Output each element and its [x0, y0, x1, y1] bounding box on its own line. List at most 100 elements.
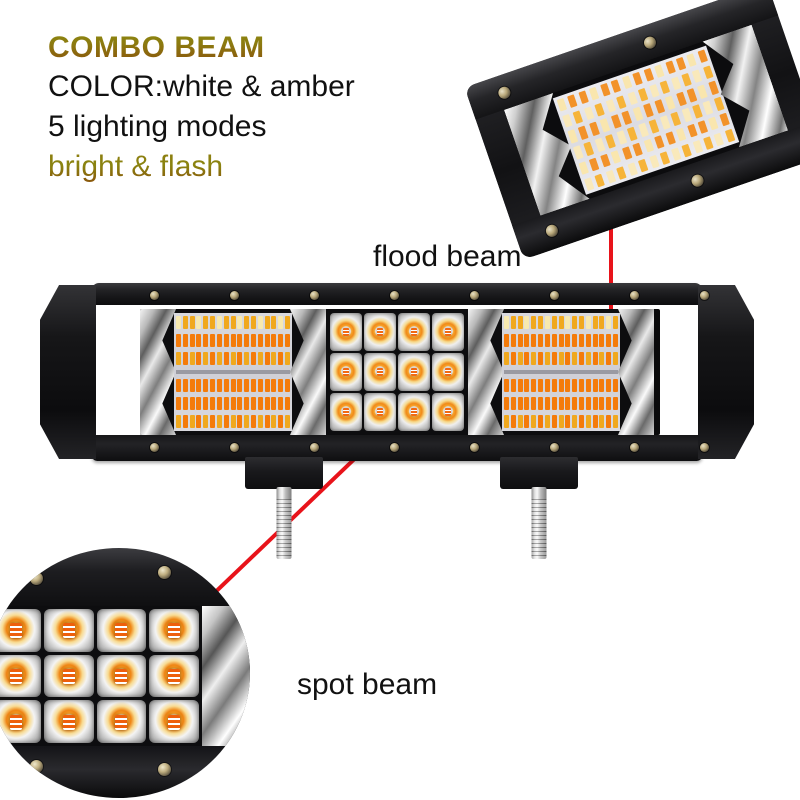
led-chip: [606, 352, 612, 366]
led-chip: [230, 316, 236, 330]
led-chip: [531, 352, 537, 366]
led-chip: [182, 316, 188, 330]
led-chip: [565, 352, 571, 366]
led-chip: [504, 396, 509, 410]
led-chip: [538, 378, 544, 392]
led-chip: [585, 396, 591, 410]
inset-led-chip: [686, 123, 698, 138]
led-chip: [223, 334, 229, 348]
led-chip: [203, 334, 209, 348]
closeup-spot-reflector-cup: [96, 609, 147, 652]
led-chip: [264, 316, 270, 330]
led-chip: [544, 334, 550, 348]
led-chip: [558, 396, 564, 410]
spot-reflector-cup: [330, 393, 362, 431]
led-chip: [517, 378, 523, 392]
led-chip: [613, 378, 618, 392]
end-cap-left: [40, 285, 96, 459]
led-chip: [210, 352, 216, 366]
inset-led-chip: [654, 64, 665, 79]
inset-led-chip: [654, 99, 665, 114]
led-chip: [558, 378, 564, 392]
led-chip: [189, 378, 195, 392]
led-chip: [250, 414, 256, 428]
housing-screw: [390, 443, 399, 452]
led-chip: [504, 334, 509, 348]
led-chip: [517, 352, 523, 366]
led-chip: [196, 352, 202, 366]
inset-led-chip: [637, 158, 649, 173]
led-chip: [196, 396, 202, 410]
led-chip: [551, 352, 557, 366]
led-chip: [182, 352, 188, 366]
led-chip: [271, 396, 277, 410]
led-chip: [216, 378, 222, 392]
led-chip: [504, 378, 509, 392]
inset-led-chip: [610, 114, 622, 129]
led-chip: [517, 396, 523, 410]
led-chip: [578, 352, 584, 366]
spot-reflector-cup: [432, 353, 464, 391]
led-chip: [257, 378, 263, 392]
inset-led-chip: [589, 157, 600, 172]
chrome-reflector-left: [468, 309, 504, 435]
inset-led-chip: [659, 80, 671, 95]
closeup-spot-reflector-cup: [43, 609, 94, 652]
inset-led-chip: [637, 122, 649, 137]
led-chip: [613, 334, 618, 348]
led-chip-row: [504, 378, 618, 392]
led-chip: [182, 334, 188, 348]
inset-led-chip: [610, 149, 622, 164]
led-chip: [524, 316, 530, 330]
led-chip: [244, 378, 250, 392]
led-chip: [285, 316, 290, 330]
led-chip: [176, 334, 181, 348]
led-chip: [565, 396, 571, 410]
led-chip: [264, 414, 270, 428]
led-chip: [271, 378, 277, 392]
circle-inset-screw-top-right: [158, 566, 171, 579]
spot-reflector-cup: [364, 353, 396, 391]
inset-led-chip: [556, 97, 568, 112]
led-chip: [216, 396, 222, 410]
led-chip: [585, 352, 591, 366]
lens-window: [140, 309, 660, 435]
led-chip: [592, 334, 598, 348]
led-chip: [176, 378, 181, 392]
housing-screw: [230, 291, 239, 300]
inset-led-chip: [610, 79, 622, 94]
inset-led-chip: [572, 145, 584, 160]
inset-led-chip: [692, 139, 703, 154]
housing-screw: [470, 291, 479, 300]
led-chip: [216, 316, 222, 330]
inset-led-chip: [627, 161, 638, 177]
inset-led-chip: [605, 98, 617, 113]
led-chip: [182, 378, 188, 392]
led-chip: [599, 396, 605, 410]
inset-led-chip: [562, 113, 573, 128]
inset-led-chip: [708, 116, 720, 131]
led-chip: [189, 414, 195, 428]
led-chip: [510, 414, 516, 428]
led-chip: [189, 316, 195, 330]
led-chip: [585, 378, 591, 392]
led-chip: [223, 414, 229, 428]
led-chip: [257, 334, 263, 348]
led-chip: [613, 316, 618, 330]
led-chip: [517, 316, 523, 330]
spot-reflector-cup: [330, 353, 362, 391]
inset-led-chip: [600, 153, 611, 168]
led-chip: [271, 352, 277, 366]
led-chip: [189, 352, 195, 366]
flood-chipboard-left: [174, 313, 292, 431]
housing-screw: [550, 443, 559, 452]
led-chip: [264, 334, 270, 348]
mounting-bolt: [531, 487, 547, 559]
led-chip: [544, 378, 550, 392]
housing-screw: [470, 443, 479, 452]
led-chip: [210, 396, 216, 410]
inset-led-chip: [632, 107, 644, 122]
led-chip: [524, 414, 530, 428]
led-chip: [203, 378, 209, 392]
mounting-bolt: [276, 487, 292, 559]
